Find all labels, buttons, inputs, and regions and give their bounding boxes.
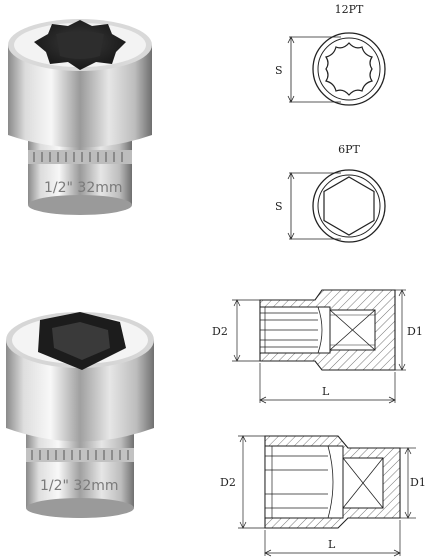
side-view-bottom: D2 D1 L [220, 435, 426, 557]
d2-label: D2 [212, 325, 228, 338]
side-view-top: D2 D1 L [212, 289, 423, 404]
knurl-band [28, 150, 132, 164]
knurl-band [26, 448, 134, 462]
d1-label: D1 [410, 476, 426, 489]
six-point-label: 6PT [338, 143, 360, 156]
s-dimension-label: S [275, 64, 283, 77]
socket-6pt-photo: 1/2" 32mm [6, 312, 154, 518]
d1-label: D1 [407, 325, 423, 338]
socket-12pt-photo: 1/2" 32mm [8, 19, 152, 215]
twelve-point-end-view: 12PT S [275, 3, 386, 106]
twelve-point-star [325, 42, 373, 96]
twelve-point-label: 12PT [335, 3, 364, 16]
socket-engraving: 1/2" 32mm [44, 180, 123, 196]
s-dimension-label: S [275, 200, 283, 213]
l-label: L [322, 385, 330, 398]
d2-label: D2 [220, 476, 236, 489]
socket-engraving: 1/2" 32mm [40, 478, 119, 494]
six-point-end-view: 6PT S [275, 143, 386, 243]
hexagon-opening [323, 176, 375, 236]
l-label: L [328, 538, 336, 551]
